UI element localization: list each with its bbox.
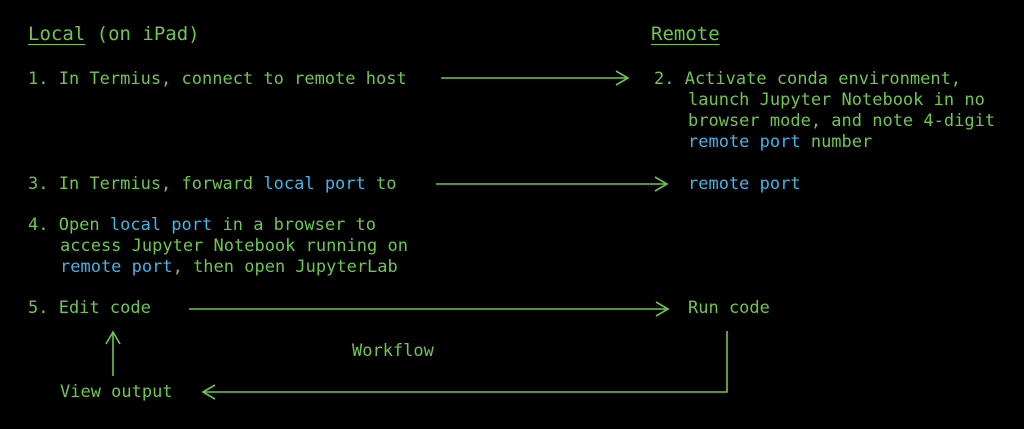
view-output-label: View output [60, 382, 173, 402]
local-port-highlight: local port [263, 174, 366, 194]
step-4-line-2: access Jupyter Notebook running on [60, 236, 408, 256]
workflow-label: Workflow [352, 341, 434, 361]
step-3-prefix: 3. In Termius, forward [28, 174, 264, 194]
arrow-view-output-to-edit [105, 330, 121, 376]
step-4-prefix: 4. Open [28, 215, 110, 235]
local-header-label: Local [28, 23, 86, 45]
step-4-line-3: remote port, then open JupyterLab [60, 257, 398, 278]
step-4-remote-port-highlight: remote port [60, 257, 173, 277]
step-4-line-1-suffix: in a browser to [212, 215, 377, 235]
remote-header: Remote [651, 23, 720, 45]
step-2-line-4-rest: number [800, 132, 873, 152]
step-4-local-port-highlight: local port [109, 215, 213, 235]
step-2-line-4: remote port number [688, 132, 872, 153]
step-5-edit-code: 5. Edit code [28, 298, 151, 318]
step-3-suffix: to [365, 174, 397, 194]
local-header: Local (on iPad) [28, 24, 200, 45]
step-1-text: 1. In Termius, connect to remote host [28, 69, 407, 89]
step-3-target-remote-port: remote port [688, 174, 801, 194]
step-2-line-2: launch Jupyter Notebook in no [688, 90, 985, 110]
arrow-run-to-view-output [201, 331, 728, 400]
remote-port-highlight: remote port [688, 132, 801, 152]
step-3-text: 3. In Termius, forward local port to [28, 174, 396, 195]
step-2-line-3: browser mode, and note 4-digit [688, 111, 996, 131]
local-header-suffix: (on iPad) [85, 23, 200, 45]
arrow-connect-to-remote [441, 70, 630, 86]
arrow-edit-to-run [189, 301, 670, 317]
step-4-line-1: 4. Open local port in a browser to [28, 215, 376, 236]
step-2-line-1: 2. Activate conda environment, [654, 69, 962, 89]
arrow-forward-port [436, 176, 669, 192]
step-4-line-3-suffix: , then open JupyterLab [172, 257, 398, 277]
run-code-label: Run code [688, 298, 770, 318]
